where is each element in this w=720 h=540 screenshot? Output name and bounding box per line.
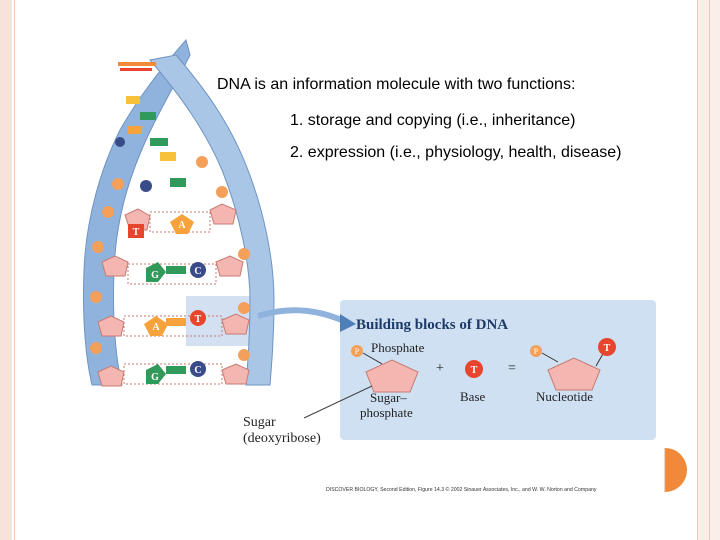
label-nucleotide: Nucleotide: [536, 389, 593, 404]
base-adenine-1: [170, 214, 194, 234]
slide-frame-left: [0, 0, 12, 540]
dna-backbone-left: [82, 38, 191, 386]
nucleotide-sugar-pentagon: [547, 357, 601, 391]
slide-frame-line-left: [14, 0, 15, 540]
label-base: Base: [460, 389, 486, 404]
dna-backbone-right: [149, 54, 275, 386]
base-letter-2: A: [178, 220, 186, 231]
base-letter-1: T: [133, 227, 140, 238]
base-thymine-1: [128, 224, 144, 238]
upper-rungs: [115, 62, 186, 192]
label-deoxyribose: (deoxyribose): [243, 431, 321, 446]
nucleotide-phosphate-circle: [530, 345, 542, 357]
svg-text:P: P: [355, 347, 360, 356]
function-item-2: 2. expression (i.e., physiology, health,…: [290, 144, 622, 161]
panel-title: Building blocks of DNA: [356, 317, 508, 333]
phosphate-circles: [90, 156, 250, 361]
svg-text:T: T: [604, 343, 611, 354]
connector-arrow: [257, 307, 348, 325]
svg-text:P: P: [534, 347, 539, 356]
svg-text:T: T: [471, 365, 478, 376]
base-guanine-2: [146, 364, 166, 384]
panel-sugar-pentagon: [365, 359, 419, 393]
slide-heading: DNA is an information molecule with two …: [217, 76, 576, 93]
label-sugar-phosphate-line1: Sugar–: [370, 390, 407, 405]
function-item-1: 1. storage and copying (i.e., inheritanc…: [290, 112, 576, 129]
panel-phosphate-circle: [351, 345, 363, 357]
base-letter-4: C: [194, 266, 201, 277]
base-letter-6: T: [195, 314, 202, 325]
base-adenine-2: [144, 316, 168, 336]
label-plus: +: [436, 361, 444, 376]
slide-frame-line-right-2: [709, 0, 710, 540]
building-blocks-panel: [340, 300, 656, 440]
base-guanine-1: [146, 262, 166, 282]
sugar-callout-line: [303, 385, 373, 419]
base-cytosine-2: [190, 361, 206, 377]
nucleotide-thymine-base: [598, 338, 616, 356]
panel-thymine-base: [465, 360, 483, 378]
label-sugar: Sugar: [243, 415, 276, 430]
base-cytosine-1: [190, 262, 206, 278]
label-equals: =: [508, 361, 516, 376]
label-sugar-phosphate-line2: phosphate: [360, 405, 413, 420]
label-phosphate: Phosphate: [371, 340, 425, 355]
base-letter-8: C: [194, 365, 201, 376]
base-letter-3: G: [151, 270, 159, 281]
slide-frame-line-right-1: [697, 0, 698, 540]
connector-arrowhead: [340, 314, 356, 332]
figure-credit: DISCOVER BIOLOGY, Second Edition, Figure…: [326, 486, 597, 493]
base-pairs: T A G C A T G C: [128, 214, 206, 384]
base-letter-7: G: [151, 372, 159, 383]
base-letter-5: A: [152, 322, 160, 333]
sugar-pentagons: [97, 203, 250, 387]
base-thymine-2: [190, 310, 206, 326]
orange-accent: [665, 448, 687, 492]
